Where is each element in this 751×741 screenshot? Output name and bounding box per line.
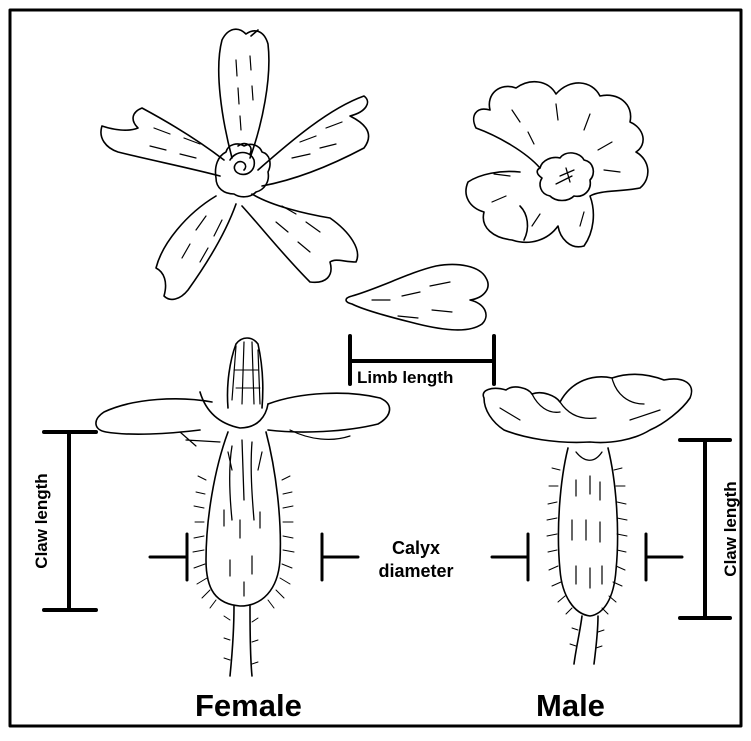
- female-flower-side-view: [96, 338, 390, 676]
- female-flower-top-view: [101, 29, 369, 299]
- claw-length-left-label: Claw length: [32, 471, 52, 571]
- male-calyx-diameter-marks: [492, 534, 682, 580]
- male-label: Male: [536, 688, 605, 724]
- female-calyx-diameter-marks: [150, 534, 358, 580]
- calyx-diameter-label: Calyx diameter: [366, 537, 466, 583]
- male-flower-top-view: [466, 82, 648, 247]
- claw-length-right-label: Claw length: [721, 479, 741, 579]
- calyx-label-line2: diameter: [366, 560, 466, 583]
- detached-petal: [346, 265, 488, 330]
- male-flower-side-view: [483, 374, 691, 664]
- limb-length-label: Limb length: [357, 368, 453, 388]
- female-label: Female: [195, 688, 302, 724]
- calyx-label-line1: Calyx: [366, 537, 466, 560]
